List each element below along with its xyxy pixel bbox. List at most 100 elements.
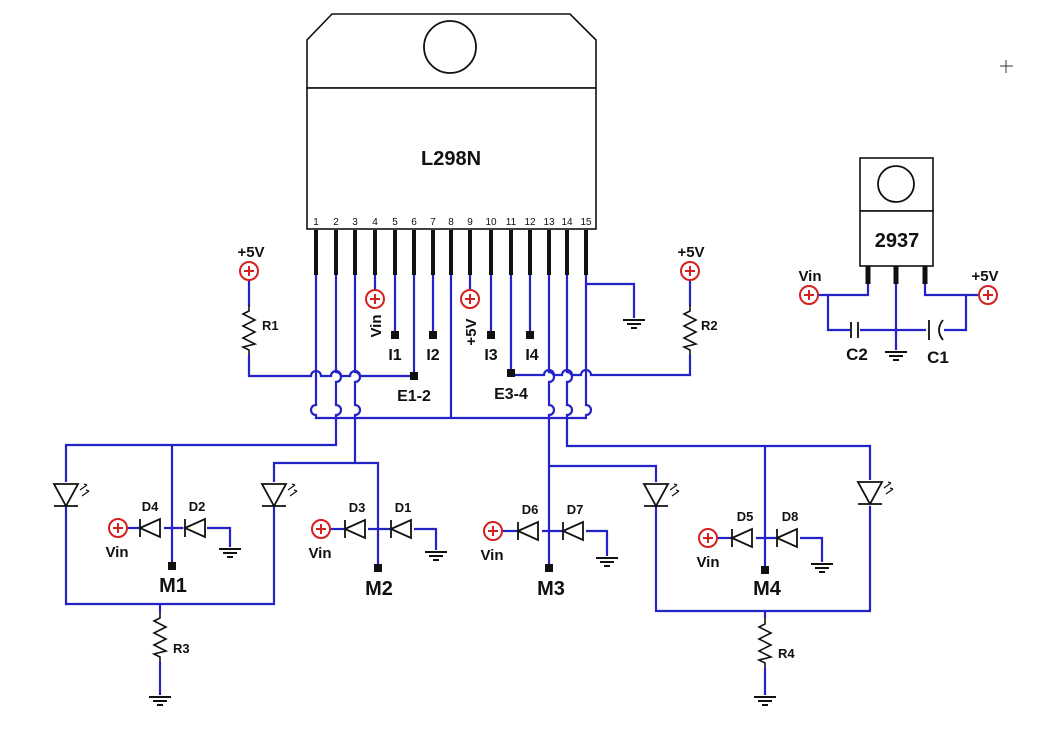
m2-vin-label: Vin [308,545,331,562]
light-arrows-icon [287,483,298,497]
plus5v-supply-icon [680,261,700,281]
c2-label: C2 [846,345,868,364]
regulator-2937: 2937 [859,157,934,284]
input-i4-label: I4 [525,347,538,364]
svg-text:6: 6 [411,217,417,228]
diode-d8 [774,527,798,549]
regulator-label: 2937 [875,230,920,252]
ground-icon [622,319,646,329]
enable-e34-label: E3-4 [494,386,528,403]
d8-label: D8 [782,509,799,524]
vin-supply-icon [365,289,385,309]
vin-supply-icon [108,518,128,538]
input-i2-label: I2 [426,347,439,364]
svg-text:8: 8 [448,217,454,228]
svg-text:1: 1 [313,217,319,228]
motor-m4-label: M4 [753,578,782,600]
d5-label: D5 [737,509,754,524]
svg-text:4: 4 [372,217,378,228]
motor-m2-label: M2 [365,578,393,600]
svg-text:13: 13 [543,217,555,228]
light-arrows-icon [669,483,680,497]
motor-terminal [761,566,769,574]
diode-d6 [515,520,539,542]
ground-icon [218,548,242,558]
d4-label: D4 [142,499,159,514]
svg-text:10: 10 [485,217,497,228]
motor-terminal [545,564,553,572]
ground-icon [753,696,777,706]
plus5v-supply-icon [460,289,480,309]
ic-label: L298N [421,148,481,170]
r3-label: R3 [173,641,190,656]
pin4-vin-label: Vin [368,314,385,337]
led-icon [857,481,883,505]
plus5v-supply-icon [239,261,259,281]
svg-text:11: 11 [506,217,517,228]
resistor-r1 [242,304,256,356]
svg-text:14: 14 [561,217,573,228]
crosshair-cursor-icon [1000,60,1013,73]
wires [64,275,978,695]
r2-supply-label: +5V [677,244,704,261]
c1-label: C1 [927,348,949,367]
d7-label: D7 [567,502,584,517]
light-arrows-icon [883,481,894,495]
ground-icon [884,351,908,361]
diode-d3 [342,518,366,540]
svg-text:7: 7 [430,217,436,228]
ground-icon [424,551,448,561]
svg-text:15: 15 [580,217,592,228]
d6-label: D6 [522,502,539,517]
svg-text:12: 12 [524,217,536,228]
m4-vin-label: Vin [696,554,719,571]
input-terminals [391,331,534,380]
r2-label: R2 [701,318,718,333]
ic-pin-numbers: 1 2 3 4 5 6 7 8 9 10 11 12 13 14 15 [313,217,592,228]
diode-d2 [182,517,206,539]
resistor-r2 [683,304,697,356]
vin-supply-icon [311,519,331,539]
capacitor-c2 [850,322,859,338]
motor-terminal [168,562,176,570]
ground-icon [595,557,619,567]
r4-label: R4 [778,646,795,661]
input-i3-label: I3 [484,347,497,364]
ic-pins [314,230,588,275]
ground-icon [148,696,172,706]
m1-vin-label: Vin [105,544,128,561]
capacitor-c1 [928,319,944,341]
svg-text:2: 2 [333,217,339,228]
led-icon [53,483,79,507]
motor-m3-label: M3 [537,578,565,600]
reg-vin-label: Vin [798,268,821,285]
motor-m1-label: M1 [159,575,187,597]
resistor-r3 [153,611,167,663]
enable-e12-label: E1-2 [397,388,431,405]
motor-terminal [374,564,382,572]
r1-supply-label: +5V [237,244,264,261]
diode-d1 [388,518,412,540]
vin-supply-icon [698,528,718,548]
diode-d4 [137,517,161,539]
svg-text:5: 5 [392,217,398,228]
led-icon [643,483,669,507]
ground-icon [810,563,834,573]
light-arrows-icon [79,483,90,497]
d2-label: D2 [189,499,206,514]
l298n-ic: L298N [306,13,597,230]
vin-supply-icon [483,521,503,541]
svg-text:3: 3 [352,217,358,228]
ic-mount-hole [423,20,477,74]
input-i1-label: I1 [388,347,401,364]
vin-supply-icon [799,285,819,305]
pin9-5v-label: +5V [463,318,480,345]
d3-label: D3 [349,500,366,515]
led-icon [261,483,287,507]
resistor-r4 [758,617,772,669]
plus5v-supply-icon [978,285,998,305]
d1-label: D1 [395,500,412,515]
svg-text:9: 9 [467,217,473,228]
reg-5v-label: +5V [971,268,998,285]
